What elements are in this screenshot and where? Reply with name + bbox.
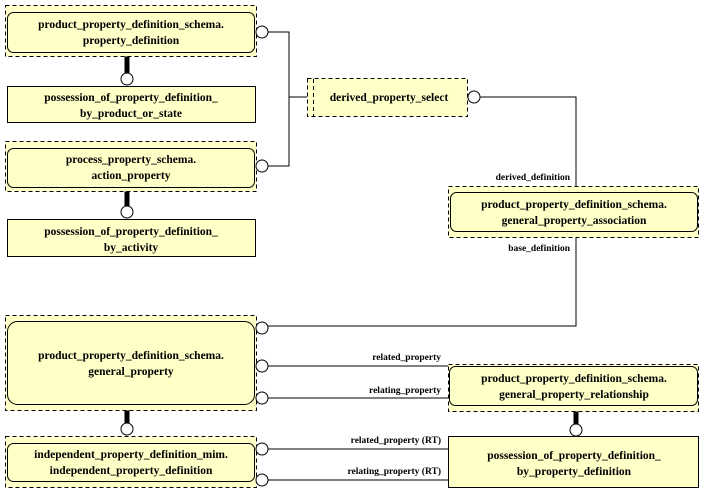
entity-label: product_property_definition_schema.: [481, 199, 667, 211]
relationship-circles: [120, 25, 583, 487]
entity-action-property[interactable]: process_property_schema. action_property: [5, 141, 257, 192]
entity-label: independent_property_definition_mim.: [34, 449, 228, 461]
role-label-related-property-rt: related_property (RT): [351, 435, 441, 446]
role-label-relating-property-rt: relating_property (RT): [347, 466, 441, 477]
entity-general-property[interactable]: product_property_definition_schema. gene…: [5, 315, 257, 411]
role-label-related-property: related_property: [372, 353, 441, 363]
circle-icon: [255, 25, 269, 39]
entity-label: general_property_association: [502, 215, 647, 227]
role-labels: derived_definition base_definition relat…: [347, 173, 570, 477]
circle-icon: [120, 422, 134, 436]
entity-label: product_property_definition_schema.: [481, 373, 667, 385]
entity-possession-by-product-or-state[interactable]: possession_of_property_definition_ by_pr…: [7, 86, 256, 123]
circle-icon: [255, 159, 269, 173]
select-type-derived-property-select[interactable]: derived_property_select: [307, 78, 468, 117]
circle-icon: [255, 391, 269, 405]
connector-base-definition: [268, 237, 577, 327]
circle-icon: [255, 473, 269, 487]
role-label-relating-property: relating_property: [369, 386, 441, 396]
entity-possession-by-activity[interactable]: possession_of_property_definition_ by_ac…: [7, 219, 256, 257]
entity-label: product_property_definition_schema.: [38, 19, 224, 31]
entity-label: process_property_schema.: [66, 154, 196, 166]
circle-icon: [467, 90, 481, 104]
connectors: [124, 31, 579, 481]
entity-label: possession_of_property_definition_: [44, 226, 218, 238]
role-label-derived-definition: derived_definition: [496, 173, 571, 183]
circle-icon: [255, 321, 269, 335]
circle-icon: [120, 205, 134, 219]
entity-general-property-relationship[interactable]: product_property_definition_schema. gene…: [448, 364, 699, 412]
select-label: derived_property_select: [330, 92, 449, 104]
entity-possession-by-property-definition[interactable]: possession_of_property_definition_ by_pr…: [448, 436, 699, 488]
entity-label: possession_of_property_definition_: [44, 92, 218, 104]
circle-icon: [120, 72, 134, 86]
entity-label: general_property_relationship: [499, 389, 649, 401]
role-label-base-definition: base_definition: [508, 244, 570, 254]
entity-label: general_property: [88, 366, 174, 378]
entity-label: by_product_or_state: [80, 108, 182, 120]
entity-label: property_definition: [83, 35, 180, 47]
entity-independent-property-definition[interactable]: independent_property_definition_mim. ind…: [5, 436, 257, 488]
entity-label: action_property: [91, 170, 170, 182]
entity-general-property-association[interactable]: product_property_definition_schema. gene…: [448, 186, 699, 238]
entity-label: product_property_definition_schema.: [38, 350, 224, 362]
circle-icon: [569, 423, 583, 437]
entity-label: possession_of_property_definition_: [487, 450, 661, 462]
entity-label: independent_property_definition: [50, 465, 213, 477]
entity-label: by_activity: [104, 242, 159, 254]
entity-property-definition[interactable]: product_property_definition_schema. prop…: [5, 5, 257, 57]
connector-select-to-association: [480, 96, 577, 186]
connector-select-members: [268, 31, 290, 167]
circle-icon: [255, 359, 269, 373]
entity-label: by_property_definition: [517, 466, 632, 478]
circle-icon: [255, 442, 269, 456]
